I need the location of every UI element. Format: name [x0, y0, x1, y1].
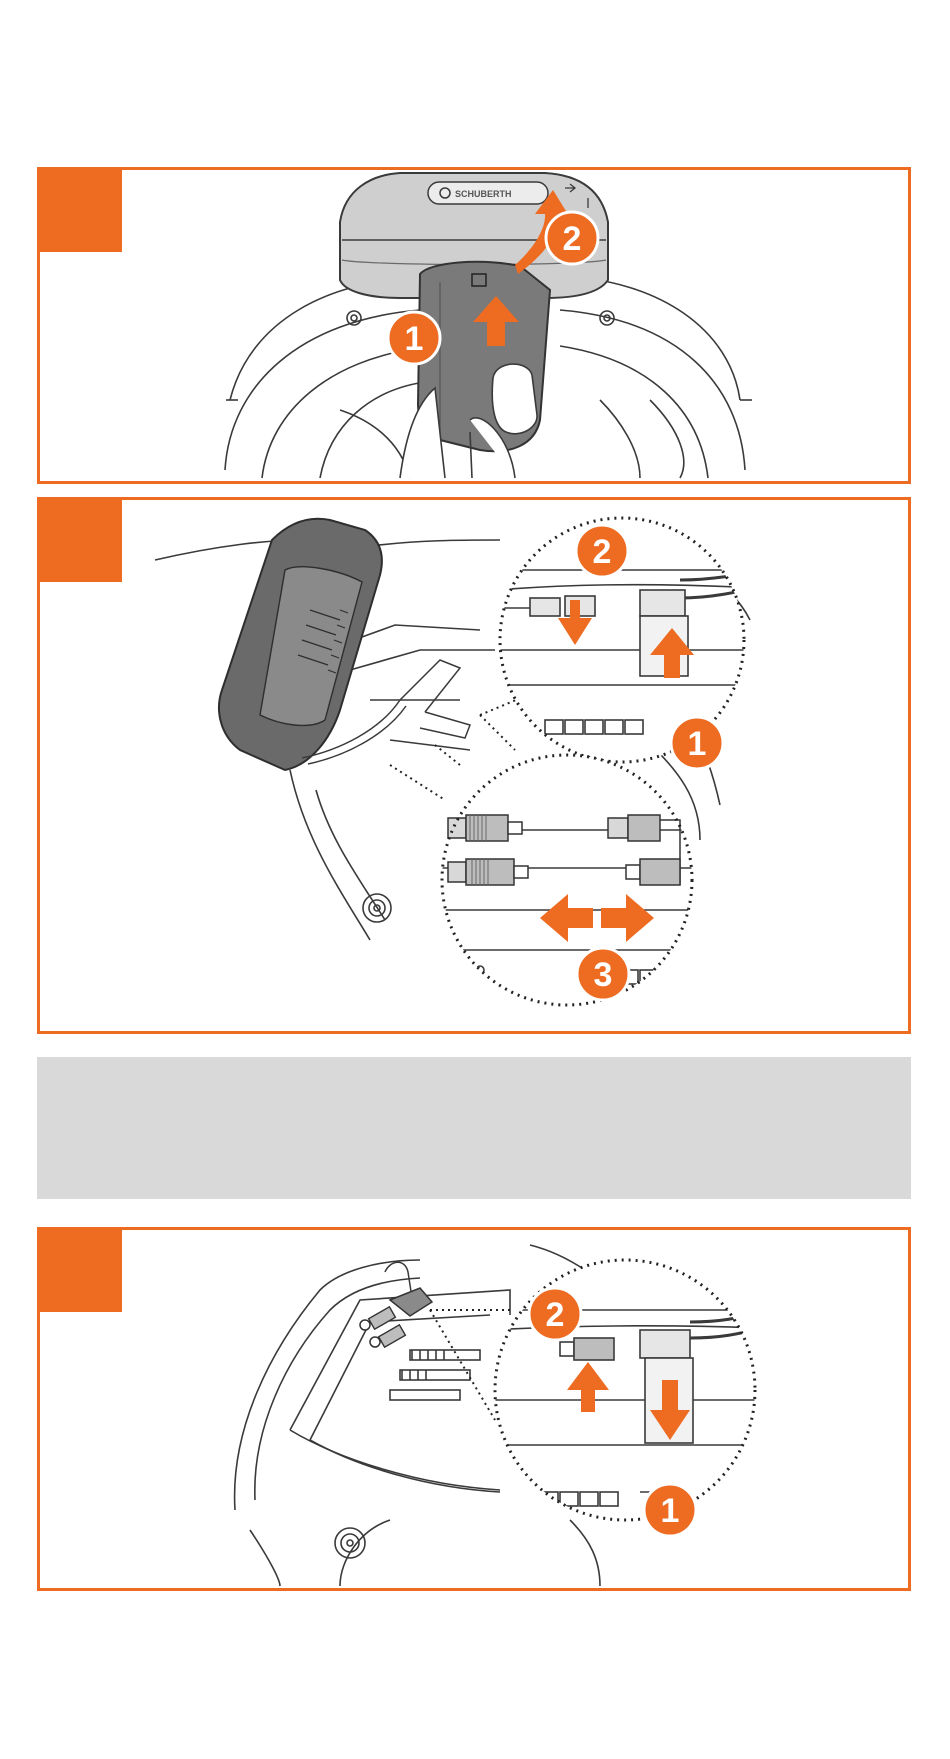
step-panel-1: SCHUBERTH 1 2: [37, 167, 911, 484]
step-panel-2: 2 1 3: [37, 497, 911, 1034]
step-badge-2: 2: [546, 212, 598, 264]
reconnect-cables-illustration: 2 1: [40, 1230, 908, 1588]
svg-text:1: 1: [688, 725, 707, 763]
brand-label: SCHUBERTH: [455, 189, 512, 199]
svg-text:1: 1: [405, 320, 424, 358]
step-panel-3: 2 1: [37, 1227, 911, 1591]
svg-text:3: 3: [594, 956, 613, 994]
step-badge-3: 3: [577, 948, 629, 1000]
main-unit-device: [219, 519, 382, 770]
note-box: [37, 1057, 911, 1199]
svg-text:2: 2: [546, 1296, 565, 1334]
connector-bundle: [360, 1262, 432, 1347]
zoom-detail-lower: [440, 755, 700, 1005]
svg-text:2: 2: [593, 533, 612, 571]
svg-text:1: 1: [661, 1492, 680, 1530]
disconnect-cables-illustration: 2 1 3: [40, 500, 908, 1031]
step-badge-1: 1: [644, 1484, 696, 1536]
step-badge-1: 1: [671, 717, 723, 769]
step-badge-2: 2: [529, 1288, 581, 1340]
thumb: [492, 364, 537, 434]
step-badge-2: 2: [576, 525, 628, 577]
zoom-detail: [490, 1260, 760, 1520]
step-badge-1: 1: [388, 312, 440, 364]
svg-text:2: 2: [563, 220, 582, 258]
remove-mainunit-illustration: SCHUBERTH 1 2: [40, 170, 908, 481]
